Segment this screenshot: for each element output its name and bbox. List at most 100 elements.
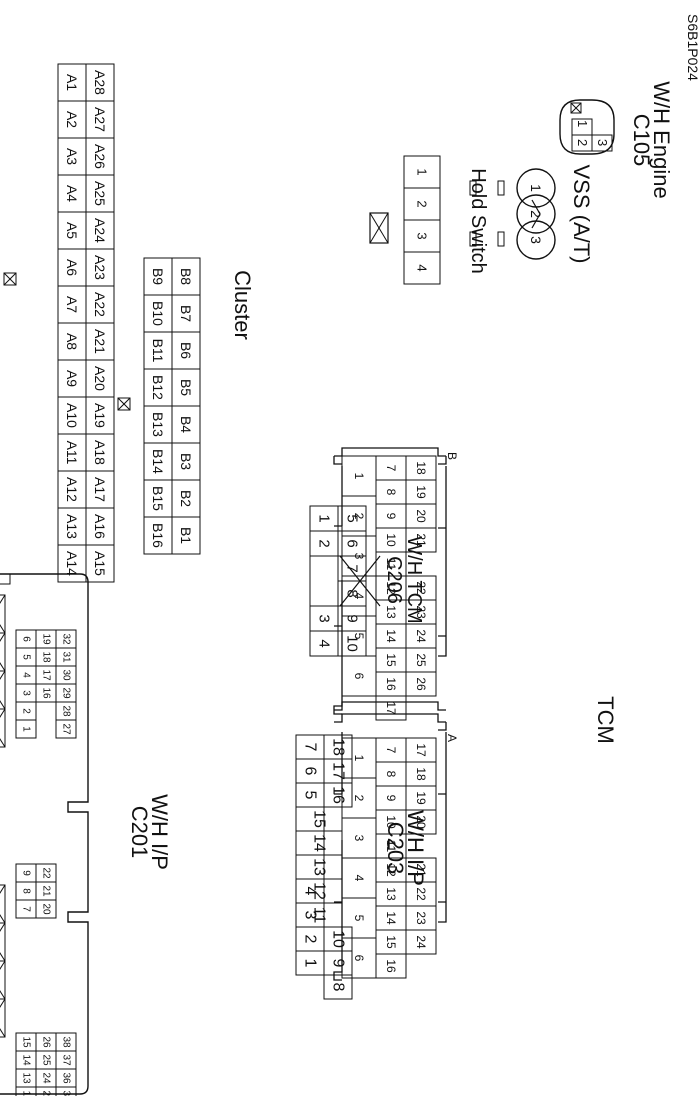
cluster-pin-a: A5 (64, 222, 80, 239)
c201-pin-cell (15, 1086, 37, 1096)
tcm-a-label: A (445, 734, 459, 742)
cluster-pin-a: A2 (64, 111, 80, 128)
cluster-pin-a: A4 (64, 185, 80, 202)
tcm-b-pin: 22 (414, 581, 428, 595)
c201-pin: 24 (41, 1072, 52, 1084)
hold-switch-pin: 2 (415, 200, 430, 207)
cluster-pin-a: A27 (92, 107, 108, 132)
tcm-a-pin: 21 (414, 863, 428, 877)
vss-title: VSS (A/T) (569, 164, 594, 263)
rotated-drawing: A1A2A3A4A5A6A7A8A9A10A11A12A13A14A28A27A… (0, 14, 700, 1096)
c203-pin: 7 (302, 743, 319, 752)
c201-pin: 13 (21, 1072, 32, 1084)
tcm-b-pin: 2 (352, 513, 366, 520)
tcm-b-pin: 6 (352, 673, 366, 680)
cluster-pin-b: B1 (178, 527, 194, 544)
cluster-b-latch (117, 397, 131, 411)
c105-pin: 1 (575, 120, 590, 127)
tcm-a-pin: 4 (352, 875, 366, 882)
c203-pin: 12 (311, 882, 328, 900)
c105-pin: 3 (595, 139, 610, 146)
cluster-pin-a: A13 (64, 514, 80, 539)
c201-pin-cell (55, 719, 77, 739)
cluster-pin-b: B6 (178, 342, 194, 359)
c201-pin: 32 (61, 633, 72, 645)
vss-pin: 3 (528, 236, 544, 244)
hold-switch-pin-cell (403, 251, 441, 285)
c105-subtitle: W/H Engine (649, 81, 674, 198)
cluster-pin-b: B8 (178, 268, 194, 285)
hold-switch-pin: 3 (415, 232, 430, 239)
tcm-a-pin-cell (405, 809, 437, 835)
tcm-a-pin: 1 (352, 755, 366, 762)
hold-switch-latch (369, 212, 389, 244)
tcm-a-pin: 12 (384, 863, 398, 877)
tcm-b-label: B (445, 452, 459, 460)
cluster-pin-b: B12 (150, 375, 166, 400)
c201-pin: 31 (61, 651, 72, 663)
cluster-pin-b: B15 (150, 486, 166, 511)
tcm-a-pin: 6 (352, 955, 366, 962)
tcm-b-pin: 21 (414, 533, 428, 547)
c206-pin: 9 (344, 614, 361, 622)
tcm-a-pin-cell (405, 929, 437, 955)
cluster-pin-b: B16 (150, 523, 166, 548)
tcm-a-pin: 14 (384, 911, 398, 925)
c201-pin: 38 (61, 1036, 72, 1048)
tcm-a-pin: 20 (414, 815, 428, 829)
cluster-pin-b: B9 (150, 268, 166, 285)
c206-pin: 7 (344, 564, 361, 572)
cluster-a-latch (3, 272, 17, 286)
c201-pin: 8 (21, 888, 32, 894)
c203-pin-cell (323, 974, 353, 1000)
tcm-b-pin: 8 (384, 489, 398, 496)
cluster-pin-a: A23 (92, 255, 108, 280)
cluster-pin-b: B14 (150, 449, 166, 474)
cluster-pin-a: A12 (64, 477, 80, 502)
c201-pin: 7 (21, 906, 32, 912)
c206-pin: 8 (344, 589, 361, 597)
tcm-a-pin: 2 (352, 795, 366, 802)
c201-pin: 2 (21, 708, 32, 714)
tcm-a-pin: 15 (384, 935, 398, 949)
cluster-pin-a-cell (85, 544, 115, 583)
c201-pin: 17 (41, 669, 52, 681)
tcm-a-pin: 22 (414, 887, 428, 901)
tcm-b-pin: 17 (384, 701, 398, 715)
c201-pin: 35 (61, 1090, 72, 1096)
cluster-pin-b: B7 (178, 305, 194, 322)
tcm-b-pin: 26 (414, 677, 428, 691)
c203-pin: 15 (311, 810, 328, 828)
c201-pin: 4 (21, 672, 32, 678)
cluster-title: Cluster (230, 270, 255, 340)
image-code: S6B1P024 (685, 14, 700, 81)
cluster-pin-a: A26 (92, 144, 108, 169)
tcm-a-pin: 16 (384, 959, 398, 973)
c201-pin: 29 (61, 687, 72, 699)
c203-pin: 8 (330, 983, 347, 992)
c203-pin: 4 (302, 887, 319, 896)
c201-pin: 15 (21, 1036, 32, 1048)
cluster-pin-b: B2 (178, 490, 194, 507)
tcm-b-pin: 23 (414, 605, 428, 619)
c105-pin: 2 (575, 139, 590, 146)
cluster-pin-b: B10 (150, 301, 166, 326)
vss-pin: 2 (528, 210, 544, 218)
hold-switch-pin: 1 (415, 168, 430, 175)
c203-pin: 2 (302, 935, 319, 944)
tcm-a-pin: 9 (384, 795, 398, 802)
c201-pin: 30 (61, 669, 72, 681)
tcm-b-pin: 11 (384, 558, 398, 571)
tcm-title: TCM (593, 696, 618, 744)
tcm-a-pin: 8 (384, 771, 398, 778)
tcm-b-pin: 25 (414, 653, 428, 667)
tcm-a-pin: 7 (384, 747, 398, 754)
tcm-b-pin: 3 (352, 553, 366, 560)
cluster-pin-b: B5 (178, 379, 194, 396)
c201-pin: 25 (41, 1054, 52, 1066)
c203-pin: 11 (311, 907, 328, 924)
c201-pin: 16 (41, 687, 52, 699)
c201-pin: 21 (41, 885, 52, 897)
cluster-pin-a: A6 (64, 259, 80, 276)
